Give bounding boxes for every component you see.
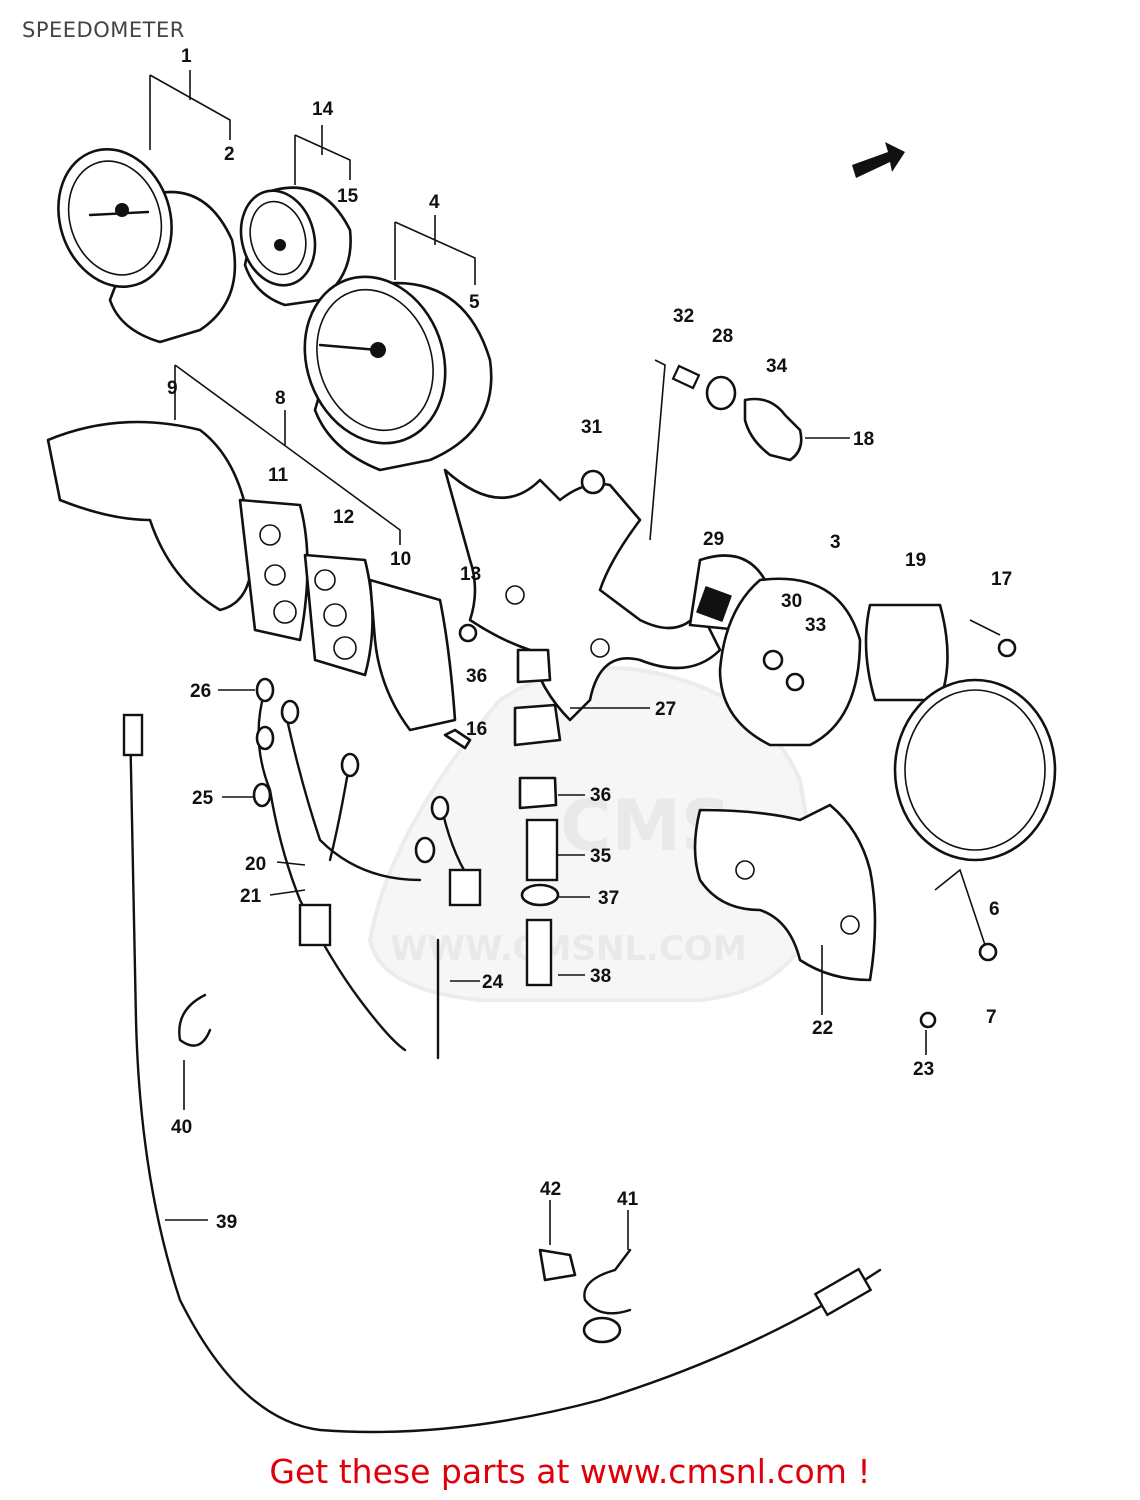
callout-27: 27 xyxy=(655,699,676,720)
callout-21: 21 xyxy=(240,886,262,907)
callout-26: 26 xyxy=(190,681,211,702)
callout-32: 32 xyxy=(673,306,694,327)
callout-9: 9 xyxy=(167,378,178,399)
indicator-gauge xyxy=(239,186,352,307)
callout-23: 23 xyxy=(913,1059,934,1080)
callout-10: 10 xyxy=(390,549,411,570)
lower-bracket xyxy=(693,803,877,982)
cable-clamps xyxy=(178,993,632,1344)
meter-cover xyxy=(718,577,862,747)
callout-31: 31 xyxy=(581,417,603,438)
callout-35: 35 xyxy=(590,846,612,867)
indicator-lamp-housing xyxy=(368,578,457,732)
footer-link-text[interactable]: Get these parts at www.cmsnl.com ! xyxy=(269,1452,871,1491)
watermark: CMS WWW.CMSNL.COM xyxy=(367,666,823,1002)
callout-30: 30 xyxy=(781,591,802,612)
meter-ring xyxy=(864,603,949,702)
meter-lens xyxy=(893,678,1057,862)
tachometer-gauge xyxy=(57,147,237,344)
callout-19: 19 xyxy=(905,550,926,571)
callout-36-lower: 36 xyxy=(590,785,611,806)
callout-41: 41 xyxy=(617,1189,639,1210)
leader-lines xyxy=(149,70,1001,1250)
callout-38: 38 xyxy=(590,966,611,987)
callout-34: 34 xyxy=(766,356,788,377)
meter-bracket xyxy=(443,468,722,722)
wiring-harness xyxy=(252,677,482,1052)
callout-37: 37 xyxy=(598,888,619,909)
callout-12: 12 xyxy=(333,507,354,528)
callout-7: 7 xyxy=(986,1007,997,1028)
callout-18: 18 xyxy=(853,429,874,450)
watermark-url-text: WWW.CMSNL.COM xyxy=(390,929,747,969)
callout-4: 4 xyxy=(429,192,440,213)
diagram-title: SPEEDOMETER xyxy=(22,18,185,42)
callout-2: 2 xyxy=(224,144,235,165)
callout-11: 11 xyxy=(268,465,289,486)
callout-22: 22 xyxy=(812,1018,833,1039)
callout-labels: 1 2 3 4 5 6 7 8 9 10 11 12 13 14 15 16 1… xyxy=(167,46,1012,1233)
callout-5: 5 xyxy=(469,292,480,313)
callout-42: 42 xyxy=(540,1179,561,1200)
callout-6: 6 xyxy=(989,899,1000,920)
callout-29: 29 xyxy=(703,529,724,550)
callout-36-upper: 36 xyxy=(466,666,487,687)
speedometer-gauge xyxy=(303,275,493,472)
callout-17: 17 xyxy=(991,569,1012,590)
callout-25: 25 xyxy=(192,788,214,809)
callout-28: 28 xyxy=(712,326,733,347)
meter-lower-case xyxy=(46,420,254,612)
callout-24: 24 xyxy=(482,972,504,993)
callout-8: 8 xyxy=(275,388,286,409)
callout-13: 13 xyxy=(460,564,481,585)
callout-14: 14 xyxy=(312,99,334,120)
speedometer-cable xyxy=(122,713,882,1434)
cushion-rubber xyxy=(238,498,374,677)
callout-16: 16 xyxy=(466,719,487,740)
small-parts xyxy=(436,364,1017,1060)
callout-3: 3 xyxy=(830,532,841,553)
callout-1: 1 xyxy=(181,46,192,67)
callout-33: 33 xyxy=(805,615,826,636)
callout-20: 20 xyxy=(245,854,266,875)
forward-arrow-icon xyxy=(852,142,905,178)
callout-40: 40 xyxy=(171,1117,192,1138)
callout-15: 15 xyxy=(337,186,359,207)
callout-39: 39 xyxy=(216,1212,237,1233)
